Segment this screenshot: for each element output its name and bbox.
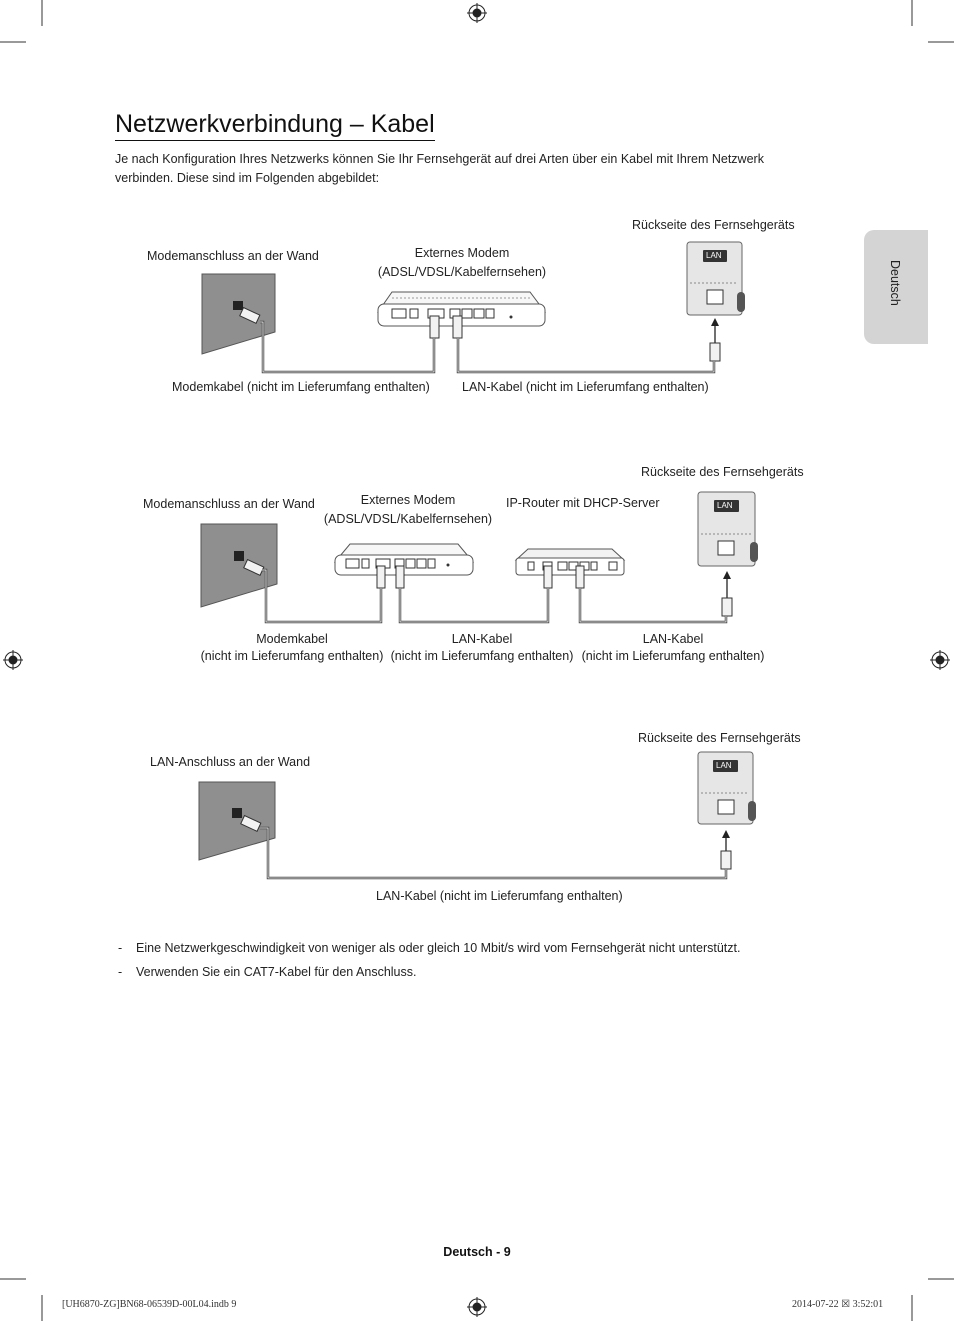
diagram2-lan-badge: LAN	[717, 501, 733, 510]
print-info-right: 2014-07-22 ☒ 3:52:01	[792, 1299, 884, 1310]
diagram2-lan-cable-2-line2: (nicht im Lieferumfang enthalten)	[581, 649, 765, 663]
diagram2-modem-cable-label-line1: Modemkabel	[256, 632, 328, 646]
wall-plug-icon	[240, 814, 262, 832]
wall-socket-2	[200, 523, 278, 608]
note-1-text: Eine Netzwerkgeschwindigkeit von weniger…	[136, 941, 741, 955]
note-2-text: Verwenden Sie ein CAT7-Kabel für den Ans…	[136, 965, 417, 979]
tv-back-panel-2	[697, 491, 758, 567]
note-1: -Eine Netzwerkgeschwindigkeit von wenige…	[118, 941, 740, 955]
diagram3-lan-cable-label: LAN-Kabel (nicht im Lieferumfang enthalt…	[376, 889, 623, 903]
wall-plug-icon	[239, 306, 261, 324]
intro-text: Je nach Konfiguration Ihres Netzwerks kö…	[115, 152, 764, 185]
diagram2-lan-cable-1-line2: (nicht im Lieferumfang enthalten)	[390, 649, 574, 663]
diagram1-lan-cable-label: LAN-Kabel (nicht im Lieferumfang enthalt…	[462, 380, 709, 394]
diagram3-wall-label: LAN-Anschluss an der Wand	[150, 755, 311, 769]
diagram2-modem-cable-label-line2: (nicht im Lieferumfang enthalten)	[200, 649, 384, 663]
diagram1-modem-label-line1: Externes Modem	[414, 246, 510, 260]
wall-plug-icon	[243, 558, 265, 576]
modem-icon-1	[377, 291, 546, 327]
diagram2-modem-label-line2: (ADSL/VDSL/Kabelfernsehen)	[323, 512, 493, 526]
lan-cable-wall	[260, 826, 728, 880]
diagram2-router-label: IP-Router mit DHCP-Server	[506, 496, 660, 510]
registration-mark-right	[930, 650, 950, 670]
diagram2-lan-cable-1-line1: LAN-Kabel	[451, 632, 513, 646]
diagram2-modem-cable-label: Modemkabel (nicht im Lieferumfang enthal…	[192, 631, 392, 664]
registration-mark-left	[3, 650, 23, 670]
router-icon	[514, 548, 626, 576]
diagram2-tv-label: Rückseite des Fernsehgeräts	[641, 465, 804, 479]
tv-back-panel-3	[697, 751, 756, 825]
tv-back-panel-1	[686, 241, 745, 316]
diagram1-wall-label: Modemanschluss an der Wand	[147, 249, 319, 263]
print-info-left: [UH6870-ZG]BN68-06539D-00L04.indb 9	[62, 1299, 237, 1310]
diagram2-lan-cable-label-1: LAN-Kabel (nicht im Lieferumfang enthalt…	[382, 631, 582, 664]
diagram1-tv-label: Rückseite des Fernsehgeräts	[632, 218, 795, 232]
diagram2-modem-label: Externes Modem (ADSL/VDSL/Kabelfernsehen…	[308, 492, 508, 527]
diagram2-modem-label-line1: Externes Modem	[360, 493, 456, 507]
language-tab-label: Deutsch	[888, 260, 902, 306]
diagram1-modem-cable-label: Modemkabel (nicht im Lieferumfang enthal…	[172, 380, 430, 394]
note-dash: -	[118, 941, 123, 955]
wall-socket-1	[201, 273, 276, 355]
diagram2-lan-cable-2-line1: LAN-Kabel	[642, 632, 704, 646]
diagram1-modem-label: Externes Modem (ADSL/VDSL/Kabelfernsehen…	[362, 245, 562, 280]
modem-icon-2	[333, 543, 475, 576]
note-2: -Verwenden Sie ein CAT7-Kabel für den An…	[118, 965, 417, 979]
page-title: Netzwerkverbindung – Kabel	[115, 108, 435, 141]
wall-port-icon	[234, 551, 244, 561]
diagram2-lan-cable-label-2: LAN-Kabel (nicht im Lieferumfang enthalt…	[573, 631, 773, 664]
note-dash: -	[118, 965, 123, 979]
language-tab: Deutsch	[864, 230, 928, 344]
wall-port-icon	[232, 808, 242, 818]
diagram1-modem-label-line2: (ADSL/VDSL/Kabelfernsehen)	[377, 265, 547, 279]
diagram3-lan-badge: LAN	[716, 761, 732, 770]
wall-port-icon	[233, 301, 243, 310]
diagram1-lan-badge: LAN	[706, 251, 722, 260]
page-footer: Deutsch - 9	[443, 1245, 511, 1259]
diagram3-tv-label: Rückseite des Fernsehgeräts	[638, 731, 801, 745]
registration-mark-bottom	[467, 1297, 487, 1317]
registration-mark-top	[467, 3, 487, 23]
diagram2-wall-label: Modemanschluss an der Wand	[143, 497, 315, 511]
wall-socket-3	[198, 781, 276, 861]
